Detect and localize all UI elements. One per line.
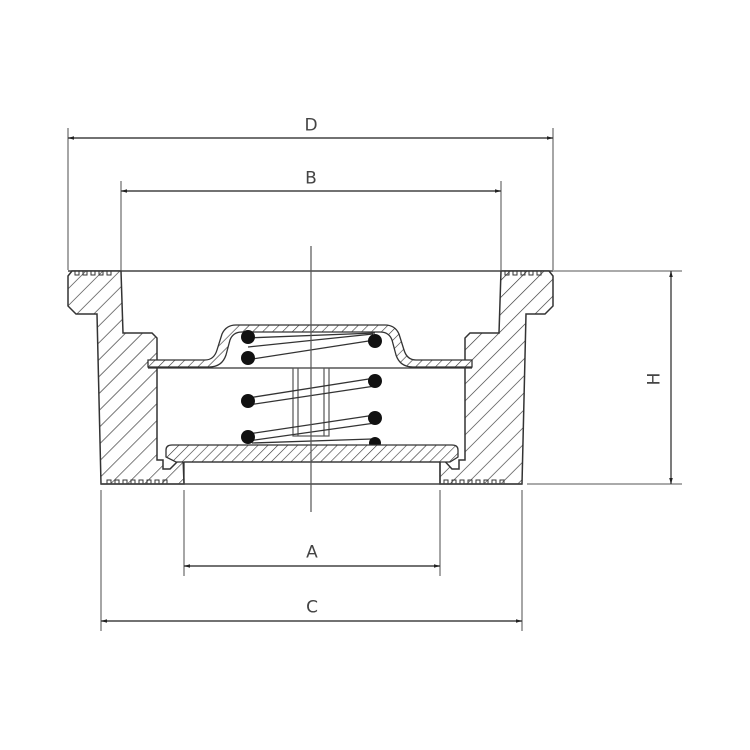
dimension-lines bbox=[68, 136, 673, 623]
dimension-label-d: D bbox=[304, 115, 318, 136]
valve-body-left bbox=[67, 270, 185, 485]
valve-disc bbox=[165, 444, 459, 463]
spring-cage-plate bbox=[147, 324, 473, 368]
extension-lines bbox=[67, 128, 682, 631]
dimension-label-a: A bbox=[306, 542, 318, 563]
dimension-label-h: H bbox=[644, 372, 665, 386]
dimension-label-b: B bbox=[305, 168, 317, 189]
dimension-label-c: C bbox=[306, 597, 318, 618]
valve-body-right bbox=[439, 270, 554, 485]
